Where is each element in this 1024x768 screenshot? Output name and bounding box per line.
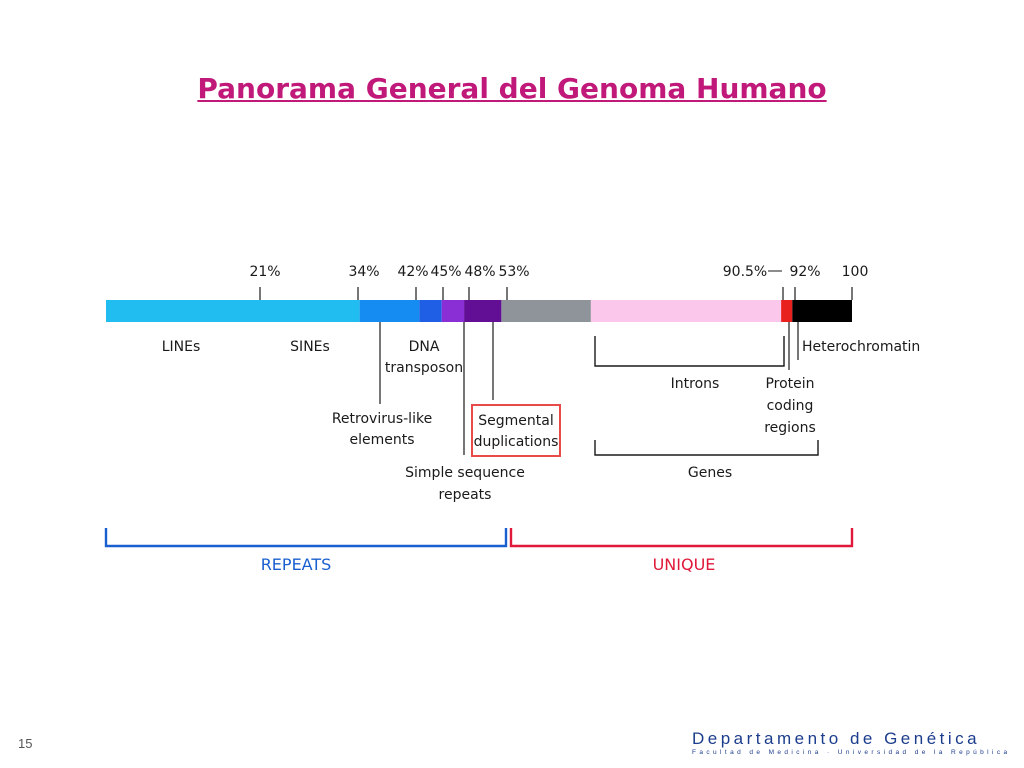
genome-composition-diagram: 21% 34% 42% 45% 48% 53% 90.5% 92% 100 LI… [104, 264, 920, 574]
genome-bar [106, 300, 852, 322]
label-repeats: REPEATS [261, 555, 332, 574]
bar-segment-segmental-duplications [464, 300, 502, 322]
bar-segment-introns [590, 300, 782, 322]
label-simple-line1: Simple sequence [405, 465, 525, 481]
label-genes: Genes [688, 465, 732, 481]
introns-bracket [594, 336, 785, 367]
label-introns: Introns [671, 376, 720, 392]
tick-100: 100 [842, 264, 869, 280]
label-segmental-line2: duplications [474, 434, 559, 450]
segmental-duplications-highlight [471, 404, 561, 457]
label-simple-line2: repeats [439, 487, 492, 503]
faculty-name: Facultad de Medicina · Universidad de la… [692, 749, 1011, 756]
unique-bracket [509, 528, 854, 548]
bar-segment-lines-sines [106, 300, 360, 322]
label-lines: LINEs [162, 339, 201, 355]
label-protein-line3: regions [764, 420, 816, 436]
tick-21: 21% [249, 264, 280, 280]
bar-segment-protein-coding-regions [781, 300, 793, 322]
label-protein-line2: coding [767, 398, 814, 414]
label-sines: SINEs [290, 339, 330, 355]
bar-segment-retrovirus-like-elements [359, 300, 420, 322]
label-heterochromatin: Heterochromatin [802, 339, 920, 355]
department-name: Departamento de Genética [692, 729, 981, 748]
tick-53: 53% [498, 264, 529, 280]
genes-bracket [594, 440, 819, 456]
bar-segment-dna-transposon [419, 300, 442, 322]
tick-34: 34% [348, 264, 379, 280]
bar-segment-heterochromatin [792, 300, 852, 322]
label-dna: DNA [409, 339, 440, 355]
tick-45: 45% [430, 264, 461, 280]
label-transposon: transposon [385, 360, 463, 376]
percent-tick-marks [259, 287, 853, 300]
tick-92: 92% [789, 264, 820, 280]
bar-segment-simple-sequence-repeats [441, 300, 465, 322]
label-retrovirus-line1: Retrovirus-like [332, 411, 432, 427]
pointer-lines [379, 322, 494, 455]
page-title: Panorama General del Genoma Humano [197, 72, 827, 105]
slide-number: 15 [18, 736, 33, 751]
label-retrovirus-line2: elements [349, 432, 414, 448]
label-protein-line1: Protein [765, 376, 814, 392]
bar-segment-unique-non-genic [501, 300, 591, 322]
label-unique: UNIQUE [653, 555, 716, 574]
repeats-bracket [104, 528, 508, 548]
tick-42: 42% [397, 264, 428, 280]
tick-90-5: 90.5% [723, 264, 767, 280]
label-segmental-line1: Segmental [478, 413, 553, 429]
tick-48: 48% [464, 264, 495, 280]
